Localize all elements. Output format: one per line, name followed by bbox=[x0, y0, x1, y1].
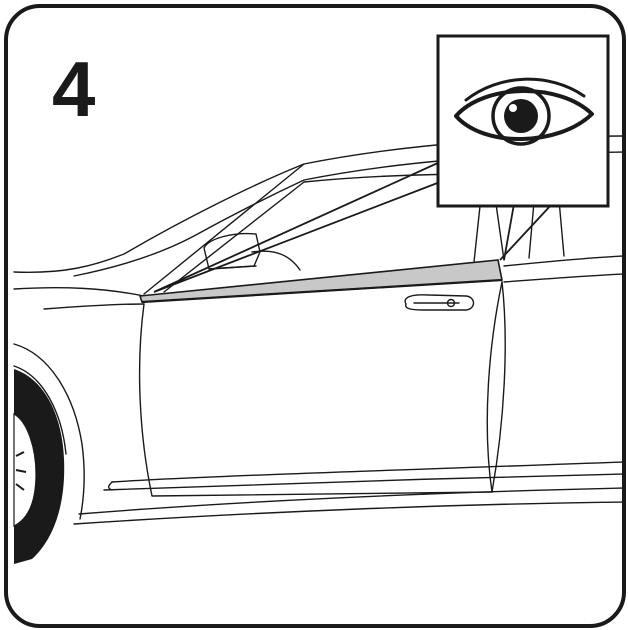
front-door-outline bbox=[140, 282, 502, 496]
belt-line bbox=[14, 288, 144, 296]
step-number: 4 bbox=[52, 50, 95, 128]
rear-door-edge bbox=[492, 282, 505, 492]
rocker-panel bbox=[79, 488, 622, 514]
a-pillar-inner bbox=[164, 182, 304, 292]
instruction-panel: 4 bbox=[4, 4, 626, 628]
car-door-illustration bbox=[8, 8, 622, 624]
body-crease bbox=[112, 462, 622, 482]
